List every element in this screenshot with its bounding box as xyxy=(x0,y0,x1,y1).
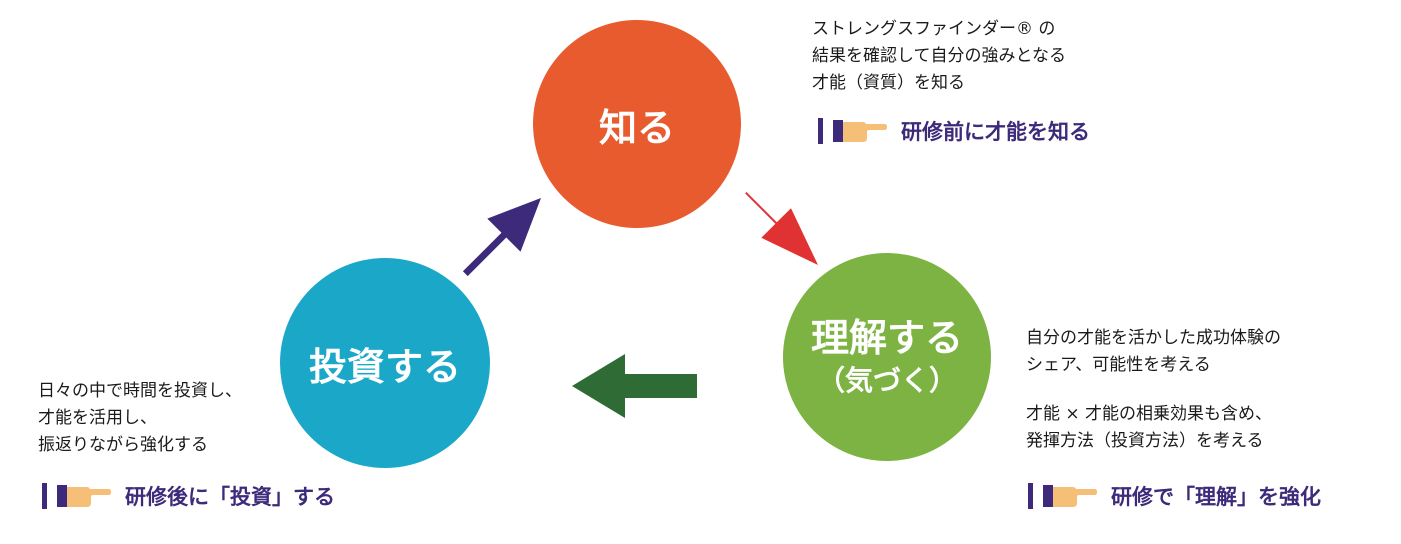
know-tag-label: 研修前に才能を知る xyxy=(901,120,1090,144)
know-title: 知る xyxy=(598,105,675,150)
know-description-line: ストレングスファインダー® の xyxy=(812,19,1056,39)
invest-tag: 研修後に「投資」する xyxy=(42,481,335,511)
arrow-icon-know-to-understand xyxy=(731,192,818,265)
invest-description-line: 振返りながら強化する xyxy=(38,435,208,455)
invest-description-line: 才能を活用し、 xyxy=(38,408,157,428)
understand-tag: 研修で「理解」を強化 xyxy=(1028,481,1321,511)
pointing-hand-icon xyxy=(57,485,111,507)
invest-description-line: 日々の中で時間を投資し、 xyxy=(38,381,242,401)
pointing-hand-icon xyxy=(833,120,887,142)
tag-bar xyxy=(818,118,823,144)
invest-tag-label: 研修後に「投資」する xyxy=(125,485,335,509)
understand-tag-label: 研修で「理解」を強化 xyxy=(1111,485,1321,509)
pointing-hand-icon xyxy=(1043,485,1097,507)
understand-description-line: 自分の才能を活かした成功体験の xyxy=(1026,328,1281,348)
tag-bar xyxy=(42,483,47,509)
understand-description-2: 才能 × 才能の相乗効果も含め、 発揮方法（投資方法）を考える xyxy=(1026,401,1272,455)
understand-circle: 理解する （気づく） xyxy=(783,253,991,461)
invest-description: 日々の中で時間を投資し、 才能を活用し、 振返りながら強化する xyxy=(38,378,242,459)
understand-title: 理解する xyxy=(810,316,963,360)
invest-circle: 投資する xyxy=(280,258,490,468)
tag-bar xyxy=(1028,483,1033,509)
know-description: ストレングスファインダー® の 結果を確認して自分の強みとなる 才能（資質）を知… xyxy=(812,16,1066,97)
know-circle: 知る xyxy=(533,20,741,228)
arrow-icon-invest-to-know xyxy=(462,198,541,277)
know-description-line: 才能（資質）を知る xyxy=(812,73,965,93)
understand-description-line: シェア、可能性を考える xyxy=(1026,355,1211,375)
understand-subtitle: （気づく） xyxy=(816,364,957,397)
understand-description-1: 自分の才能を活かした成功体験の シェア、可能性を考える xyxy=(1026,325,1281,379)
invest-title: 投資する xyxy=(308,344,461,389)
know-tag: 研修前に才能を知る xyxy=(818,116,1090,146)
understand-description-line: 才能 × 才能の相乗効果も含め、 xyxy=(1026,404,1273,424)
arrow-icon-understand-to-invest xyxy=(572,354,697,418)
know-description-line: 結果を確認して自分の強みとなる xyxy=(812,46,1066,66)
understand-description-line: 発揮方法（投資方法）を考える xyxy=(1026,431,1264,451)
